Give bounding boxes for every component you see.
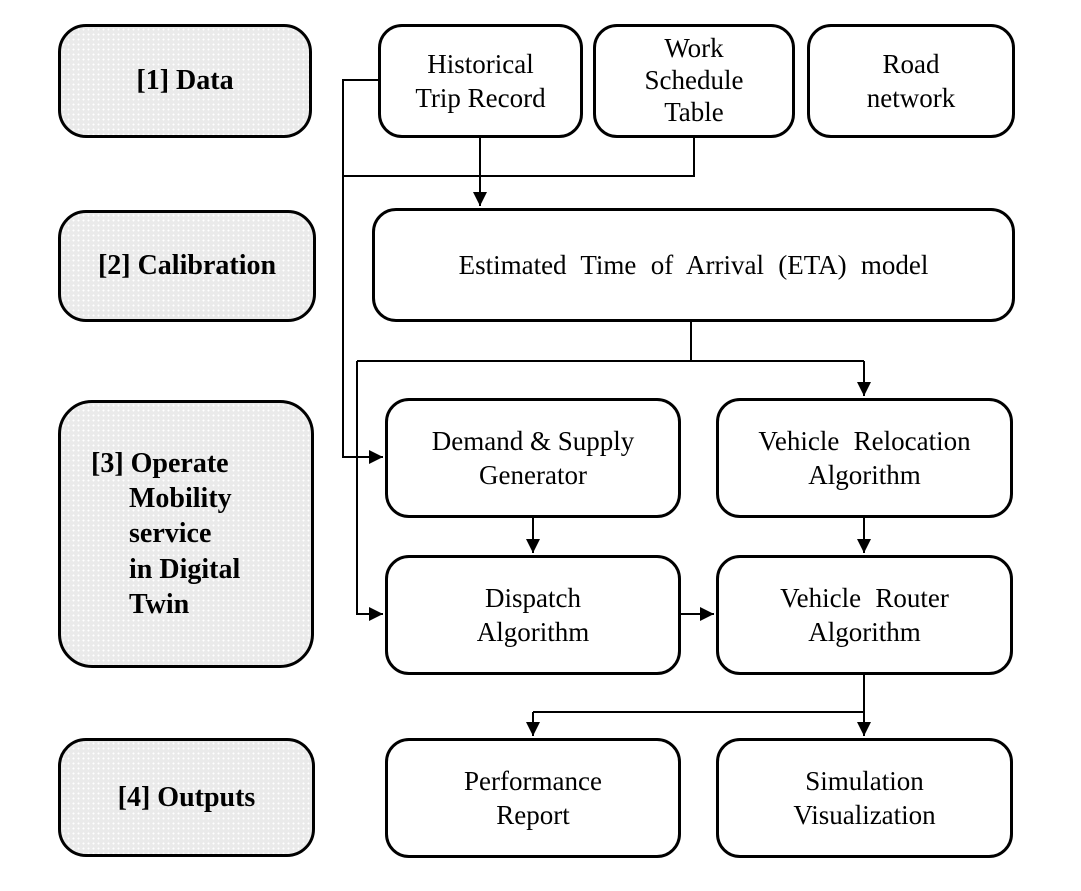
node-historical-trip-record: Historical Trip Record [378,24,583,138]
edge-eta-to-dispatch [356,361,383,621]
stage-box-operate-mobility: [3] Operate Mobility service in Digital … [58,400,314,668]
stage-label-calibration: [2] Calibration [97,250,277,282]
stage-box-outputs: [4] Outputs [58,738,315,857]
stage-label-operate-line4: in Digital [129,553,241,585]
node-text: Vehicle Relocation [758,425,971,456]
stage-box-calibration: [2] Calibration [58,210,316,322]
node-text: Algorithm [476,617,590,647]
node-text: Table [664,96,724,127]
edge-historical-branch [342,79,378,176]
node-text: Performance [464,765,602,796]
node-text: Algorithm [808,617,921,647]
node-vehicle-relocation-algorithm: Vehicle Relocation Algorithm [716,398,1013,518]
node-simulation-visualization: Simulation Visualization [716,738,1013,858]
node-text: Historical [427,48,534,79]
node-text: Schedule [644,65,744,96]
node-vehicle-router-algorithm: Vehicle Router Algorithm [716,555,1013,675]
stage-label-operate-line3: service [129,518,212,550]
node-text: network [866,83,956,113]
stage-label-data: [1] Data [136,65,234,97]
stage-box-data: [1] Data [58,24,312,138]
node-text: Simulation [805,765,924,796]
stage-label-operate-line2: Mobility [129,483,232,515]
node-dispatch-algorithm: Dispatch Algorithm [385,555,681,675]
stage-label-operate-line5: Twin [129,588,190,620]
node-demand-supply-generator: Demand & Supply Generator [385,398,681,518]
node-work-schedule-table: Work Schedule Table [593,24,795,138]
node-text: Work [664,33,724,64]
node-road-network: Road network [807,24,1015,138]
node-text: Generator [479,460,587,490]
edge-data-to-demand-supply [342,176,383,464]
node-performance-report: Performance Report [385,738,681,858]
stage-label-outputs: [4] Outputs [117,781,256,813]
node-text: Report [496,800,570,830]
node-text: Algorithm [808,460,921,490]
node-text: Estimated Time of Arrival (ETA) model [458,249,929,280]
node-text: Vehicle Router [780,582,949,613]
node-eta-model: Estimated Time of Arrival (ETA) model [372,208,1015,322]
edge-workschedule-branch [343,138,695,177]
node-text: Dispatch [485,582,581,613]
node-text: Road [882,48,940,79]
node-text: Demand & Supply [431,425,635,456]
node-text: Visualization [793,800,936,830]
node-text: Trip Record [415,83,546,113]
stage-label-operate-line1: [3] Operate [91,447,229,479]
